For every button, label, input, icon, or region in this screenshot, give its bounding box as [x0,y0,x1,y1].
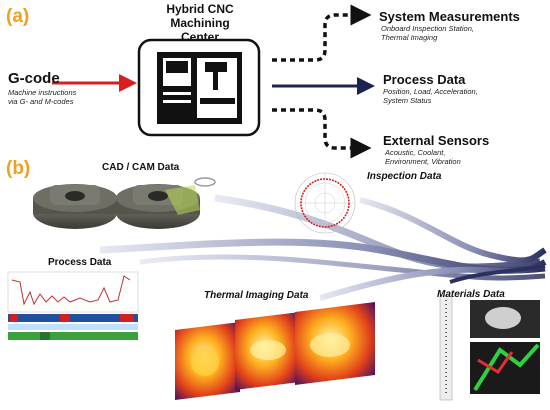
inspection-polar-plot [294,172,356,234]
panel-a-label: (a) [6,6,30,27]
system-measurements-title: System Measurements [379,9,520,24]
thermal-image-3 [295,302,375,385]
data-ribbon [359,197,547,264]
data-ribbon [449,264,546,284]
inspection-data-label: Inspection Data [367,171,442,182]
gcode-subtitle: Machine instructions via G- and M-codes [8,88,77,106]
thermal-image-1 [175,322,240,400]
cad-part-right [116,177,216,229]
gcode-title: G-code [8,70,60,87]
system-measurements-subtitle: Onboard Inspection Station, Thermal Imag… [381,24,474,42]
cnc-machine-icon [157,52,242,124]
thermal-imaging-label: Thermal Imaging Data [204,290,309,301]
cad-part-left [33,184,117,229]
process-data-label: Process Data [48,257,112,268]
data-ribbon [139,254,546,281]
arrow-external-sensors [272,108,372,159]
materials-data-label: Materials Data [437,289,505,300]
external-sensors-title: External Sensors [383,133,490,148]
materials-specimen-strip [439,295,453,401]
materials-micrograph-color [470,342,540,394]
panel-b-label: (b) [6,158,31,179]
arrow-system-measurements [272,4,372,62]
cnc-machine-title: Hybrid CNC Machining Center [166,2,234,44]
data-ribbon [99,238,546,274]
process-data-subtitle: Position, Load, Acceleration, System Sta… [383,87,478,105]
cad-cam-label: CAD / CAM Data [102,162,180,173]
external-sensors-subtitle: Acoustic, Coolant, Environment, Vibratio… [385,148,461,166]
cnc-machine-box [137,38,261,137]
process-data-plot [7,271,139,340]
materials-micrograph-gray [470,300,540,338]
process-data-title: Process Data [383,72,466,87]
thermal-image-2 [235,312,300,390]
